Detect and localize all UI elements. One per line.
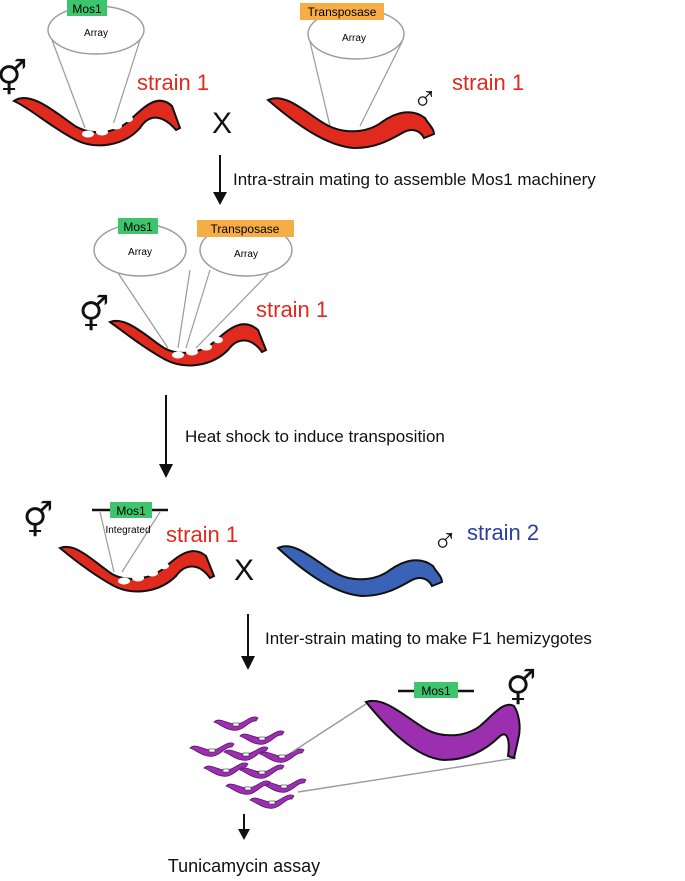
mos1-callout-row4: Mos1 [398, 682, 474, 698]
array-label: Array [342, 33, 366, 44]
arrow-step1 [213, 155, 227, 205]
mos1-label: Mos1 [123, 220, 153, 234]
mos1-array-bubble-row2: Mos1 Array [93, 218, 191, 349]
arrow-final [238, 814, 250, 840]
f1-worm-population [189, 716, 307, 809]
mos1-integrated-callout-row3: Mos1 Integrated [92, 502, 168, 573]
array-label: Array [128, 247, 152, 258]
strain2-label-row3: strain 2 [467, 520, 539, 545]
mos1-array-bubble-row1: Mos1 Array [47, 0, 145, 129]
strain1-label-row2: strain 1 [256, 297, 328, 322]
mos1-label: Mos1 [72, 2, 102, 16]
step3-text: Inter-strain mating to make F1 hemizygot… [265, 629, 592, 648]
mos1-label: Mos1 [421, 684, 451, 698]
strain1-label-row1-right: strain 1 [452, 70, 524, 95]
male-symbol-row1: ♂ [412, 80, 438, 118]
cross-symbol-row1: X [212, 107, 232, 140]
transposase-label: Transposase [308, 5, 377, 19]
strain1-hermaphrodite-worm-row3 [58, 545, 216, 593]
cross-symbol-row3: X [234, 554, 254, 587]
hermaphrodite-symbol-row3: ⚥ [23, 500, 54, 540]
step1-text: Intra-strain mating to assemble Mos1 mac… [233, 170, 596, 189]
final-step-text: Tunicamycin assay [168, 856, 320, 876]
integrated-label: Integrated [105, 525, 150, 536]
transposase-array-bubble-row1: Transposase Array [300, 3, 405, 127]
strain1-male-worm-row1 [266, 97, 436, 150]
array-label: Array [234, 249, 258, 260]
transposase-label: Transposase [211, 222, 280, 236]
array-label: Array [84, 28, 108, 39]
f1-hemizygote-worm-enlarged [364, 699, 521, 762]
strain1-label-row1-left: strain 1 [137, 70, 209, 95]
strain1-label-row3: strain 1 [166, 522, 238, 547]
hermaphrodite-symbol-row2: ⚥ [79, 294, 110, 334]
strain1-hermaphrodite-worm-row1 [11, 97, 182, 147]
transposase-array-bubble-row2: Transposase Array [185, 220, 294, 349]
arrow-step2 [159, 395, 173, 478]
strain2-male-worm-row3 [276, 545, 444, 598]
mos1-label: Mos1 [116, 504, 146, 518]
f1-callout-lines [291, 703, 517, 793]
male-symbol-row3: ♂ [432, 522, 458, 560]
step2-text: Heat shock to induce transposition [185, 427, 445, 446]
hermaphrodite-symbol-row1: ⚥ [0, 58, 27, 98]
strain1-hermaphrodite-worm-row2 [107, 319, 268, 367]
hermaphrodite-symbol-row4: ⚥ [506, 668, 537, 708]
arrow-step3 [241, 614, 255, 670]
